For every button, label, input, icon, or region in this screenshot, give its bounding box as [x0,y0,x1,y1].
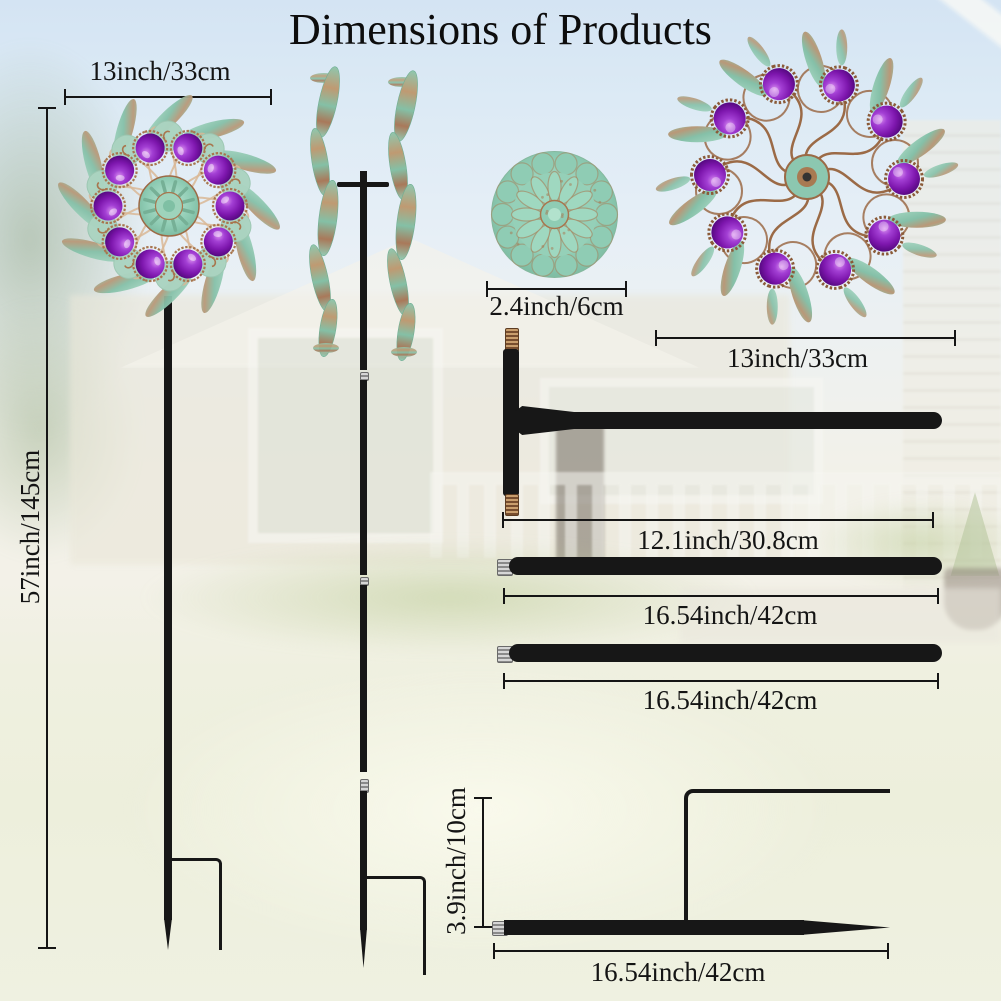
t-pole-thread-bottom [505,494,519,516]
t-pole-arm [517,412,942,429]
middle-pole-segment-3 [360,585,367,772]
dim-line-total-height [38,107,56,949]
middle-pole-step-pedal [366,876,426,975]
spinner-main-pole-step-pedal [170,858,222,950]
pinwheel-rotor [655,29,959,325]
background-topiary [950,492,1000,576]
dim-label-medallion: 2.4inch/6cm [489,291,624,321]
background-window-left [248,328,443,543]
lower-extension-pole [509,644,942,662]
dim-line-stake-length [493,943,889,959]
spinner-main-pole [164,296,172,920]
middle-pole-spike [360,928,367,968]
dim-line-lower-pole [503,673,939,689]
stake-step-pedal [684,789,890,924]
background-planter-pot [944,568,1001,630]
dim-line-upper-pole [503,588,939,604]
center-medallion [490,151,619,278]
dim-line-spinner-width [64,89,272,105]
dim-label-pinwheel: 13inch/33cm [727,343,868,373]
upper-extension-pole [509,557,942,575]
dim-label-total-height: 57inch/145cm [15,449,45,605]
page-title: Dimensions of Products [289,5,712,54]
dim-label-t-pole: 12.1inch/30.8cm [637,525,819,555]
dim-line-t-pole [502,512,934,528]
middle-pole-segment-4 [360,791,367,930]
side-spinner-t-bar [337,182,389,187]
dim-line-stake-fork [474,797,492,928]
wind-spinner-side-view [309,66,418,361]
dim-line-pinwheel [655,330,956,346]
dim-label-stake-fork: 3.9inch/10cm [441,787,471,935]
middle-pole-segment-1 [360,186,367,370]
wind-spinner-front-view [58,95,280,317]
dim-label-spinner-width: 13inch/33cm [89,56,231,86]
dim-line-medallion [486,281,627,297]
stake-shaft [504,920,804,935]
side-spinner-hub-stub [360,171,367,184]
dim-label-upper-pole: 16.54inch/42cm [642,600,818,630]
t-pole-vertical [503,349,519,496]
dim-label-stake-length: 16.54inch/42cm [590,957,766,987]
background-window-center [540,378,823,504]
dim-label-lower-pole: 16.54inch/42cm [642,685,818,715]
spinner-main-pole-spike [164,918,172,950]
middle-pole-segment-2 [360,380,367,575]
